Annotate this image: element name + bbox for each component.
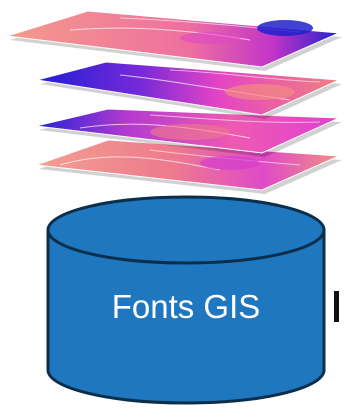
text-cursor bbox=[334, 291, 339, 322]
database-cylinder bbox=[46, 195, 326, 405]
map-layer-top bbox=[6, 10, 342, 71]
map-layer-third bbox=[35, 108, 342, 157]
map-layer-second bbox=[36, 61, 342, 119]
database-label: Fonts GIS bbox=[111, 288, 261, 325]
map-layer-bottom bbox=[35, 139, 342, 194]
